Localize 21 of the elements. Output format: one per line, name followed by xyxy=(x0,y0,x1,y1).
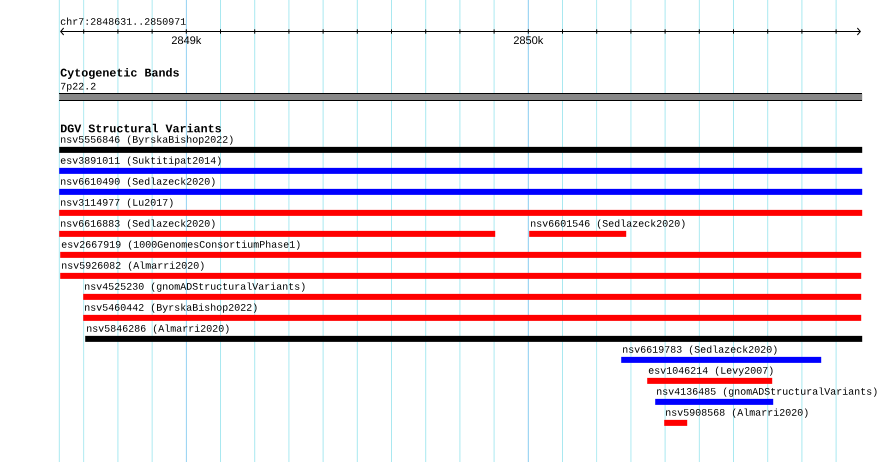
variant-label: nsv4136485 (gnomADStructuralVariants) xyxy=(657,387,877,397)
position-label: chr7:2848631..2850971 xyxy=(60,18,186,25)
variant-label: nsv6616883 (Sedlazeck2020) xyxy=(61,219,215,229)
track-title: Cytogenetic Bands xyxy=(60,68,179,79)
variant-label: nsv5926082 (Almarri2020) xyxy=(62,261,204,271)
variant-label: esv2667919 (1000GenomesConsortiumPhase1) xyxy=(62,240,300,250)
variant-label: nsv3114977 (Lu2017) xyxy=(61,198,173,208)
variant-label: nsv4525230 (gnomADStructuralVariants) xyxy=(85,282,305,292)
variant-label: nsv6601546 (Sedlazeck2020) xyxy=(531,219,685,229)
variant-label: esv3891011 (Suktitipat2014) xyxy=(60,156,221,166)
tick-label: 2849k xyxy=(172,36,202,44)
variant-label: nsv5556846 (ByrskaBishop2022) xyxy=(61,135,233,145)
track-title: DGV Structural Variants xyxy=(60,124,221,132)
band-label: 7p22.2 xyxy=(60,82,96,92)
variant-label: nsv6619783 (Sedlazeck2020) xyxy=(623,345,777,355)
variant-label: nsv5908568 (Almarri2020) xyxy=(666,408,808,418)
tick-label: 2850k xyxy=(514,36,544,44)
variant-label: nsv5460442 (ByrskaBishop2022) xyxy=(85,303,257,313)
variant-label: esv1046214 (Levy2007) xyxy=(648,366,773,376)
variant-label: nsv5846286 (Almarri2020) xyxy=(87,324,229,334)
variant-label: nsv6610490 (Sedlazeck2020) xyxy=(61,177,215,187)
